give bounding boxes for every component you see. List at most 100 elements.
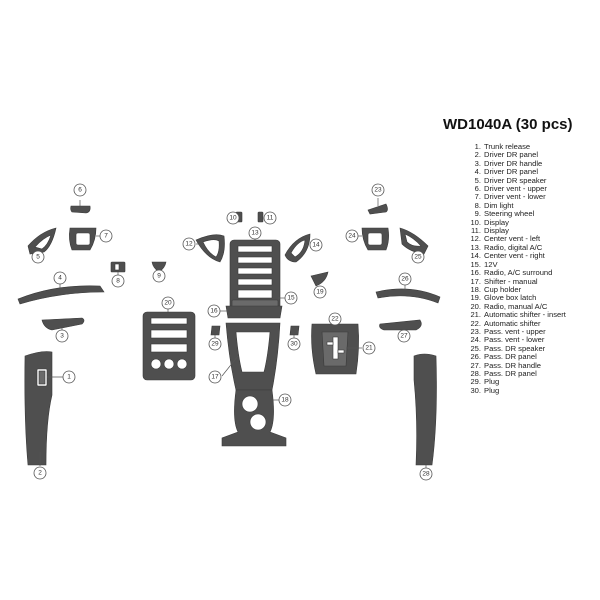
legend-item-number: 23. — [470, 326, 481, 336]
legend-item-number: 30. — [470, 385, 481, 395]
callout-28: 28 — [419, 467, 433, 481]
legend-item-number: 20. — [470, 301, 481, 311]
svg-text:8: 8 — [116, 278, 120, 285]
part-13-slot-4 — [237, 278, 273, 286]
legend-item: 12.Center vent - left — [467, 234, 566, 244]
kit-title: WD1040A (30 pcs) — [443, 116, 573, 133]
part-1-trunk-release-insert — [38, 370, 46, 385]
part-23-pass-vent-upper — [367, 203, 388, 215]
part-4-driver-dr-panel — [17, 285, 105, 305]
part-21-gate-notch-2 — [337, 349, 345, 354]
svg-text:7: 7 — [104, 233, 108, 240]
legend-item-number: 16. — [470, 268, 481, 278]
legend-item-label: Cup holder — [484, 284, 522, 294]
legend-item-number: 10. — [470, 217, 481, 227]
legend-item: 29.Plug — [467, 377, 566, 387]
legend-item: 4.Driver DR panel — [467, 167, 566, 177]
legend-item-number: 29. — [470, 377, 481, 387]
legend-item: 6.Driver vent - upper — [467, 184, 566, 194]
svg-text:28: 28 — [422, 471, 430, 478]
part-28-pass-dr-panel — [413, 353, 437, 466]
callout-24: 24 — [345, 229, 359, 243]
legend-item: 8.Dim light — [467, 201, 566, 210]
legend-item-number: 17. — [470, 276, 481, 286]
legend-item-number: 6. — [474, 184, 481, 194]
legend-item: 16.Radio, A/C surround — [467, 268, 566, 278]
svg-text:15: 15 — [287, 295, 295, 302]
legend-item: 21.Automatic shifter - insert — [467, 310, 566, 320]
part-7-vent-opening — [75, 232, 91, 246]
legend-item-number: 26. — [470, 352, 481, 362]
legend-item: 5.Driver DR speaker — [467, 176, 566, 185]
legend-item-number: 12. — [470, 234, 481, 244]
legend-item-number: 21. — [470, 310, 481, 320]
part-13-slot-1 — [237, 245, 273, 253]
legend-item-label: Driver DR panel — [484, 150, 539, 160]
callout-15: 15 — [284, 291, 298, 305]
callout-10: 10 — [226, 211, 240, 225]
callout-27: 27 — [397, 329, 411, 343]
legend-item-label: 12V — [484, 259, 498, 269]
callout-25: 25 — [411, 250, 425, 264]
legend-item-label: Driver vent - upper — [484, 184, 547, 194]
legend-item-label: Trunk release — [484, 142, 531, 151]
legend-item-label: Radio, A/C surround — [484, 268, 553, 278]
part-2-driver-dr-panel — [24, 351, 53, 466]
legend-item-number: 24. — [470, 335, 481, 345]
callout-9: 9 — [152, 269, 166, 283]
legend-item-label: Automatic shifter - insert — [484, 310, 566, 320]
part-25-speaker-opening — [404, 233, 422, 247]
callout-8: 8 — [111, 274, 125, 288]
legend-item: 27.Pass. DR handle — [467, 360, 566, 370]
svg-text:25: 25 — [414, 254, 422, 261]
part-20-knob-right — [176, 358, 188, 370]
legend-item: 28.Pass. DR panel — [467, 368, 566, 378]
legend-item-label: Driver vent - lower — [484, 192, 546, 202]
legend-item-label: Plug — [484, 377, 500, 387]
svg-text:29: 29 — [211, 341, 219, 348]
svg-text:2: 2 — [38, 470, 42, 477]
legend-item-label: Center vent - left — [484, 234, 541, 244]
legend-item-number: 14. — [470, 251, 481, 261]
part-21-gate-slot — [332, 336, 339, 360]
svg-text:22: 22 — [331, 316, 339, 323]
legend-item-number: 4. — [474, 167, 481, 177]
legend-item-label: Radio, manual A/C — [484, 301, 548, 311]
legend-item-label: Driver DR handle — [484, 158, 543, 168]
part-20-knob-center — [163, 358, 175, 370]
callout-21: 21 — [362, 341, 376, 355]
part-20-slot-2 — [150, 329, 188, 339]
svg-text:20: 20 — [164, 300, 172, 307]
svg-text:30: 30 — [290, 341, 298, 348]
legend-item: 26.Pass. DR panel — [467, 352, 566, 362]
part-18-cup-1 — [241, 395, 259, 413]
part-30-plug — [289, 325, 300, 336]
legend-item-number: 1. — [474, 142, 481, 151]
part-13-slot-2 — [237, 256, 273, 264]
legend-item-label: Glove box latch — [484, 293, 537, 303]
legend-item-number: 7. — [474, 192, 481, 202]
part-27-pass-dr-handle — [379, 319, 422, 331]
legend-item: 17.Shifter - manual — [467, 276, 566, 286]
callout-16: 16 — [207, 304, 221, 318]
part-20-slot-3 — [150, 343, 188, 353]
svg-text:9: 9 — [157, 273, 161, 280]
part-6-driver-vent-upper — [70, 205, 91, 214]
callout-5: 5 — [31, 250, 45, 264]
part-18-cup-2 — [249, 413, 267, 431]
legend-item-label: Pass. DR handle — [484, 360, 541, 370]
callout-3: 3 — [55, 329, 69, 343]
legend-item-label: Display — [484, 217, 509, 227]
svg-text:16: 16 — [210, 308, 218, 315]
legend-item-label: Pass. vent - lower — [484, 335, 545, 345]
legend-item-label: Pass. DR panel — [484, 368, 537, 378]
part-20-slot-1 — [150, 317, 188, 325]
part-16-radio-ac-surround — [225, 305, 283, 319]
legend-item: 3.Driver DR handle — [467, 158, 566, 168]
callout-1: 1 — [62, 370, 76, 384]
legend-item-label: Center vent - right — [484, 251, 545, 261]
legend-item: 25.Pass. DR speaker — [467, 344, 566, 353]
part-19-glove-box-latch — [310, 271, 329, 287]
